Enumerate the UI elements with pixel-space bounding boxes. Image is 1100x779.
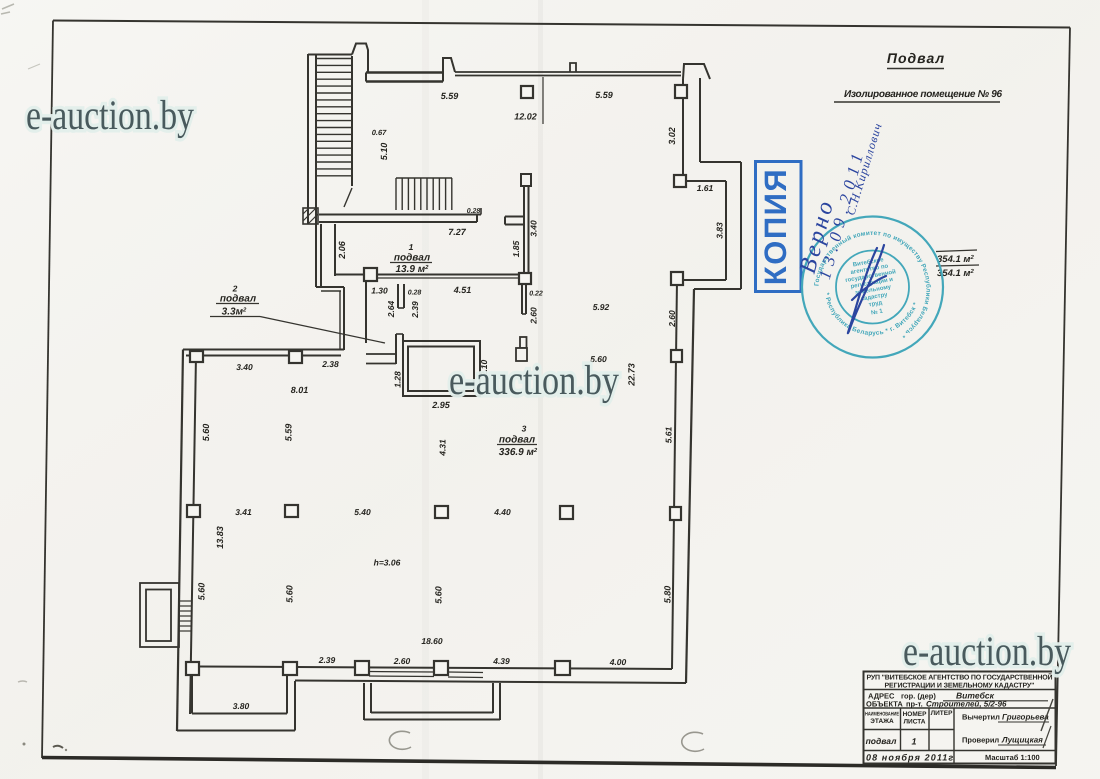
svg-text:5.60: 5.60	[196, 583, 206, 601]
svg-text:5.60: 5.60	[201, 424, 211, 442]
svg-text:№ 1: № 1	[871, 308, 884, 317]
svg-text:2.38: 2.38	[321, 359, 339, 369]
svg-text:4.31: 4.31	[437, 439, 447, 457]
svg-text:354.1 м2: 354.1 м2	[937, 268, 974, 279]
svg-text:Проверил: Проверил	[962, 736, 999, 745]
svg-text:e-auction.by: e-auction.by	[903, 629, 1071, 675]
svg-text:e-auction.by: e-auction.by	[26, 93, 194, 139]
svg-text:13.83: 13.83	[215, 526, 225, 549]
svg-text:354.1 м2: 354.1 м2	[937, 254, 974, 265]
svg-text:Подвал: Подвал	[887, 50, 945, 66]
svg-text:2.39: 2.39	[318, 655, 336, 665]
svg-text:кадастру: кадастру	[861, 292, 889, 303]
svg-text:5.10: 5.10	[379, 143, 389, 161]
svg-text:e-auction.by: e-auction.by	[903, 629, 1071, 675]
svg-text:3.40: 3.40	[236, 362, 253, 372]
svg-text:1.61: 1.61	[697, 183, 714, 193]
svg-text:0.28: 0.28	[467, 208, 481, 215]
svg-text:РЕГИСТРАЦИИ И ЗЕМЕЛЬНОМУ КАДАС: РЕГИСТРАЦИИ И ЗЕМЕЛЬНОМУ КАДАСТРУ"	[885, 683, 1035, 690]
svg-text:подвал: подвал	[220, 294, 257, 305]
svg-text:Витебск: Витебск	[956, 691, 995, 701]
svg-text:Вычертил: Вычертил	[962, 713, 1000, 722]
svg-text:2.10: 2.10	[479, 359, 489, 377]
svg-text:3.40: 3.40	[528, 220, 538, 237]
svg-text:12.02: 12.02	[514, 112, 537, 122]
svg-text:Изолированное помещение № 96: Изолированное помещение № 96	[844, 89, 1002, 100]
svg-text:3.3м2: 3.3м2	[222, 307, 247, 318]
svg-text:ЛИТЕР: ЛИТЕР	[931, 710, 954, 717]
svg-text:пр-т.: пр-т.	[906, 700, 923, 709]
svg-text:2: 2	[232, 284, 238, 294]
svg-text:ЭТАЖА: ЭТАЖА	[870, 718, 894, 725]
svg-text:3: 3	[522, 424, 527, 434]
svg-text:0.28: 0.28	[408, 290, 422, 297]
svg-text:5.80: 5.80	[662, 586, 672, 604]
svg-text:3.80: 3.80	[233, 701, 250, 711]
svg-text:5.60: 5.60	[284, 585, 294, 603]
svg-text:КОПИЯ: КОПИЯ	[758, 168, 793, 285]
svg-text:3.02: 3.02	[667, 127, 677, 145]
svg-text:1: 1	[911, 737, 916, 747]
svg-text:1.28: 1.28	[392, 371, 402, 388]
svg-text:0.22: 0.22	[529, 291, 543, 298]
svg-text:2.95: 2.95	[431, 400, 451, 410]
svg-text:5.59: 5.59	[441, 91, 459, 101]
svg-text:ОБЪЕКТА: ОБЪЕКТА	[866, 700, 903, 709]
svg-text:5.40: 5.40	[354, 507, 371, 517]
svg-text:2.60: 2.60	[528, 307, 538, 325]
svg-text:2.06: 2.06	[337, 240, 347, 260]
svg-text:3.83: 3.83	[714, 222, 724, 239]
svg-text:АДРЕС: АДРЕС	[868, 692, 895, 701]
svg-text:2.64: 2.64	[386, 300, 396, 318]
svg-text:2.39: 2.39	[410, 301, 420, 319]
svg-text:НАИМЕНОВАНИЕ: НАИМЕНОВАНИЕ	[865, 712, 899, 718]
svg-text:8.01: 8.01	[291, 385, 309, 395]
svg-text:336.9 м2: 336.9 м2	[499, 447, 538, 458]
svg-text:гор. (дер): гор. (дер)	[901, 692, 936, 701]
svg-text:e-auction.by: e-auction.by	[449, 358, 619, 404]
svg-text:1.85: 1.85	[511, 240, 521, 257]
svg-text:труд: труд	[868, 300, 883, 308]
svg-text:4.39: 4.39	[492, 656, 510, 666]
svg-text:5.59: 5.59	[595, 90, 613, 100]
svg-text:2.60: 2.60	[393, 656, 411, 666]
svg-text:1: 1	[409, 242, 414, 252]
svg-text:Лущицкая: Лущицкая	[1001, 736, 1043, 745]
svg-text:4.40: 4.40	[493, 507, 511, 517]
svg-text:1.30: 1.30	[371, 286, 388, 296]
svg-text:18.60: 18.60	[421, 636, 443, 646]
svg-text:22.73: 22.73	[626, 363, 636, 387]
svg-text:5.60: 5.60	[590, 354, 607, 364]
svg-text:НОМЕР: НОМЕР	[903, 711, 928, 718]
svg-text:0.67: 0.67	[372, 128, 387, 137]
svg-text:2.60: 2.60	[667, 310, 677, 328]
svg-text:5.60: 5.60	[433, 586, 443, 604]
svg-text:Масштаб 1:100: Масштаб 1:100	[985, 753, 1040, 762]
svg-text:4.00: 4.00	[609, 657, 627, 667]
svg-text:Строителей, 5/2-96: Строителей, 5/2-96	[926, 700, 1007, 709]
svg-text:e-auction.by: e-auction.by	[26, 93, 194, 139]
svg-text:5.92: 5.92	[593, 302, 610, 312]
svg-text:5.61: 5.61	[663, 426, 673, 443]
svg-text:ЛИСТА: ЛИСТА	[903, 719, 925, 726]
svg-text:e-auction.by: e-auction.by	[449, 358, 619, 404]
svg-text:3.41: 3.41	[235, 507, 252, 517]
svg-text:7.27: 7.27	[448, 227, 467, 237]
svg-text:подвал: подвал	[394, 253, 431, 264]
svg-text:08 ноября 2011г: 08 ноября 2011г	[866, 753, 954, 763]
svg-text:5.59: 5.59	[283, 424, 293, 442]
svg-text:подвал: подвал	[866, 736, 897, 746]
svg-text:13.9 м2: 13.9 м2	[396, 264, 430, 275]
svg-text:4.51: 4.51	[453, 285, 472, 295]
svg-text:РУП "ВИТЕБСКОЕ АГЕНТСТВО ПО ГО: РУП "ВИТЕБСКОЕ АГЕНТСТВО ПО ГОСУДАРСТВЕН…	[867, 673, 1053, 682]
svg-text:подвал: подвал	[499, 435, 536, 446]
svg-text:Григорьева: Григорьева	[1002, 713, 1049, 722]
svg-text:h=3.06: h=3.06	[374, 558, 401, 568]
